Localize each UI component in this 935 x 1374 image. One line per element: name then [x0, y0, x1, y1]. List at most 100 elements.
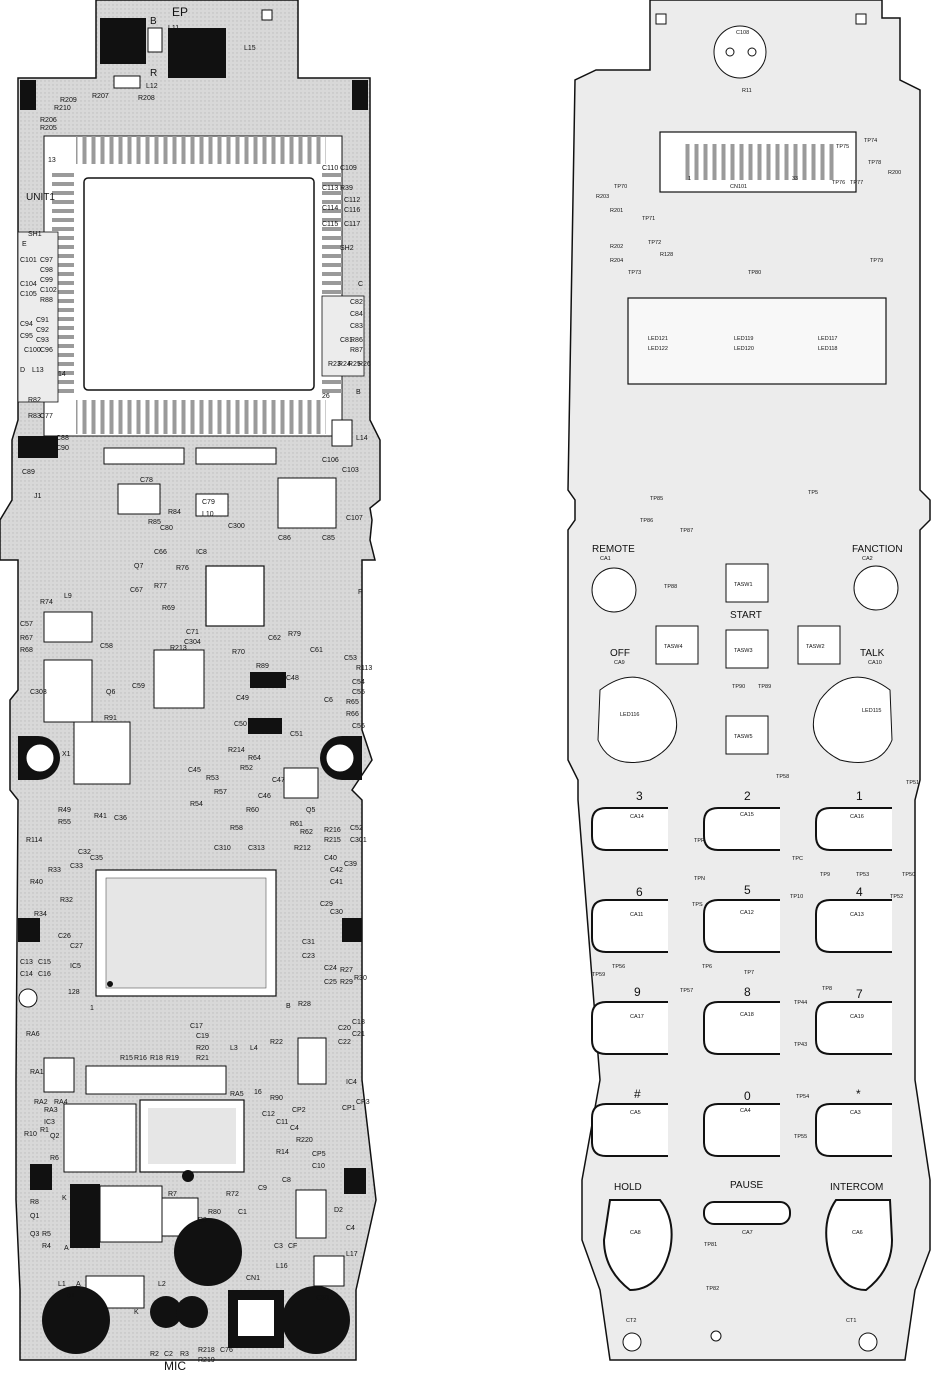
r57-label: R57 — [214, 789, 227, 796]
f-mark-label: F — [358, 589, 362, 596]
ca8-hold-pad — [602, 1199, 673, 1292]
ca13-contact — [815, 899, 892, 953]
sh2-label: SH2 — [340, 245, 354, 252]
mic-label: MIC — [164, 1359, 186, 1373]
c45-label: C45 — [188, 767, 201, 774]
c42-label: C42 — [330, 867, 343, 874]
tp53-label: TP53 — [856, 872, 869, 878]
led122-label: LED122 — [648, 346, 668, 352]
lcd-pad-row-top — [76, 136, 326, 164]
c307-label: C307 — [316, 1295, 333, 1302]
c50-label: C50 — [234, 721, 247, 728]
ca16-contact — [815, 807, 892, 851]
c76-label: C76 — [220, 1347, 233, 1354]
c17-label: C17 — [190, 1023, 203, 1030]
r62-label: R62 — [300, 829, 313, 836]
tasw2-switch — [797, 625, 841, 665]
tp80-label: TP80 — [748, 270, 761, 276]
ca7-pause-pad — [703, 1201, 791, 1225]
c307-part — [313, 1255, 345, 1287]
tp50-label: TP50 — [902, 872, 915, 878]
ca8-label: CA8 — [630, 1230, 641, 1236]
pause-label: PAUSE — [730, 1180, 763, 1191]
r200-label: R200 — [888, 170, 901, 176]
l2-label: L2 — [158, 1281, 166, 1288]
r53-label: R53 — [206, 775, 219, 782]
r32-label: R32 — [60, 897, 73, 904]
c3-label: C3 — [274, 1243, 283, 1250]
tp44-label: TP44 — [794, 1000, 807, 1006]
c101-label: C101 — [20, 257, 37, 264]
c22-label: C22 — [338, 1039, 351, 1046]
c67-label: C67 — [130, 587, 143, 594]
r114-label: R114 — [26, 837, 42, 844]
c85-label: C85 — [322, 535, 335, 542]
cp2-label: CP2 — [292, 1107, 306, 1114]
r-label: R — [150, 68, 157, 79]
led-panel — [627, 297, 887, 385]
r18-label: R18 — [150, 1055, 163, 1062]
ca1-label: CA1 — [600, 556, 611, 562]
tp55-label: TP55 — [794, 1134, 807, 1140]
r30-label: R30 — [354, 975, 367, 982]
led115-label: LED115 — [862, 708, 881, 714]
r52-label: R52 — [240, 765, 253, 772]
c81-label: C81 — [340, 337, 353, 344]
c27-label: C27 — [70, 943, 83, 950]
led121-label: LED121 — [648, 336, 668, 342]
l12-label: L12 — [146, 83, 158, 90]
ca10-talk-pad — [812, 676, 893, 763]
key0-label: 0 — [744, 1089, 751, 1103]
r70-label: R70 — [232, 649, 245, 656]
cf-label: CF — [288, 1243, 297, 1250]
c112-label: C112 — [344, 197, 360, 204]
ra6-label: RA6 — [26, 1031, 40, 1038]
ca16-label: CA16 — [850, 814, 864, 820]
r69-label: R69 — [162, 605, 175, 612]
pin1-label: 1 — [90, 1005, 94, 1012]
r33-label: R33 — [48, 867, 61, 874]
c99-label: C99 — [40, 277, 53, 284]
l15-inductor — [168, 28, 226, 78]
q-area-block — [99, 1185, 163, 1243]
r76-label: R76 — [176, 565, 189, 572]
l4-label: L4 — [250, 1045, 258, 1052]
r201-label: R201 — [610, 208, 623, 214]
r3-label: R3 — [180, 1351, 189, 1358]
c95-label: C95 — [20, 333, 33, 340]
c23-label: C23 — [302, 953, 315, 960]
c62-label: C62 — [268, 635, 281, 642]
r41-label: R41 — [94, 813, 107, 820]
c53-label: C53 — [344, 655, 357, 662]
c58-label: C58 — [100, 643, 113, 650]
r113-label: R113 — [356, 665, 372, 672]
q5-label: Q5 — [306, 807, 315, 814]
ep-label: EP — [172, 5, 188, 19]
c56-label: C56 — [352, 723, 365, 730]
c46-label: C46 — [258, 793, 271, 800]
l3-label: L3 — [230, 1045, 238, 1052]
cn101-pin1-label: 1 — [688, 176, 691, 182]
k-mark2-label: K — [134, 1309, 139, 1316]
c303-cap — [43, 659, 93, 723]
tp71-label: TP71 — [642, 216, 655, 222]
cp2-part — [297, 1037, 327, 1085]
c97-label: C97 — [40, 257, 53, 264]
c107-label: C107 — [346, 515, 363, 522]
c89-pad — [18, 436, 58, 458]
tp78-label: TP78 — [868, 160, 881, 166]
r39-label: R39 — [340, 185, 353, 192]
ca4-label: CA4 — [740, 1108, 751, 1114]
key3-label: 3 — [636, 789, 643, 803]
l10-label: L10 — [202, 511, 214, 518]
c100-label: C100 — [24, 347, 41, 354]
l16-label: L16 — [276, 1263, 288, 1270]
ic5-label: IC5 — [70, 963, 81, 970]
ca3-label: CA3 — [850, 1110, 861, 1116]
ca17-label: CA17 — [630, 1014, 644, 1020]
led117-label: LED117 — [818, 336, 837, 342]
r40-label: R40 — [30, 879, 43, 886]
tp89-label: TP89 — [758, 684, 771, 690]
ca6-intercom-pad — [825, 1199, 894, 1292]
ca6-label: CA6 — [852, 1230, 863, 1236]
